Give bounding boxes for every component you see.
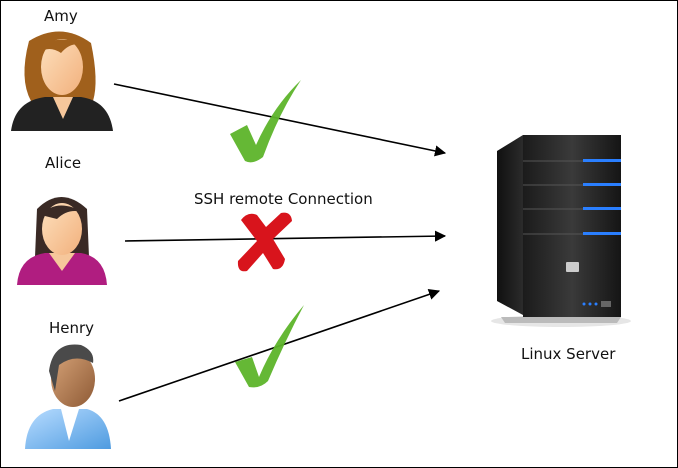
server-led-1 [583,159,621,162]
check-icon-amy [230,80,301,163]
check-icon-henry [235,305,304,388]
server-led-2 [583,183,621,186]
server-led-4 [583,232,621,235]
server-label: Linux Server [521,345,616,363]
server-icon [491,135,631,327]
user-label-henry: Henry [49,319,95,337]
server-led-3 [583,207,621,210]
hp-logo-icon [566,262,579,272]
user-label-alice: Alice [45,154,82,172]
cross-icon-alice [237,212,292,272]
avatar-amy [11,31,113,131]
connection-label: SSH remote Connection [194,190,373,208]
avatar-alice [17,197,107,285]
arrow-amy-to-server [113,83,447,157]
arrow-alice-to-server [124,230,447,242]
avatar-henry [25,344,111,449]
user-label-amy: Amy [44,7,78,25]
